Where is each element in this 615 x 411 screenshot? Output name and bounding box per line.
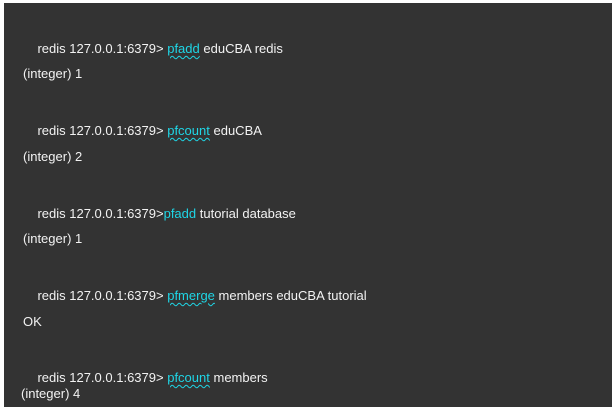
output-line: (integer) 4 (21, 386, 81, 401)
prompt: redis 127.0.0.1:6379> (37, 123, 164, 138)
command-line: redis 127.0.0.1:6379> pfadd eduCBA redis (23, 25, 283, 73)
output-line: (integer) 2 (23, 149, 83, 164)
prompt: redis 127.0.0.1:6379> (37, 288, 164, 303)
command-line: redis 127.0.0.1:6379> pfcount members (23, 354, 268, 402)
redis-terminal[interactable]: redis 127.0.0.1:6379> pfadd eduCBA redis… (4, 3, 612, 407)
command-args: eduCBA (209, 123, 262, 138)
command-args: eduCBA redis (199, 41, 283, 56)
output-line: (integer) 1 (23, 231, 83, 246)
output-line: OK (23, 314, 42, 329)
command-keyword: pfadd (163, 206, 197, 221)
prompt: redis 127.0.0.1:6379> (37, 41, 164, 56)
command-args: members eduCBA tutorial (214, 288, 367, 303)
command-line: redis 127.0.0.1:6379> pfmerge members ed… (23, 272, 367, 320)
command-keyword: pfcount (167, 370, 210, 385)
prompt: redis 127.0.0.1:6379> (37, 206, 164, 221)
command-line: redis 127.0.0.1:6379> pfcount eduCBA (23, 107, 262, 155)
prompt: redis 127.0.0.1:6379> (37, 370, 164, 385)
command-keyword: pfadd (167, 41, 200, 56)
command-keyword: pfcount (167, 123, 210, 138)
command-line: redis 127.0.0.1:6379>pfadd tutorial data… (23, 190, 296, 238)
command-keyword: pfmerge (167, 288, 215, 303)
command-args: members (209, 370, 268, 385)
output-line: (integer) 1 (23, 66, 83, 81)
command-args: tutorial database (196, 206, 296, 221)
